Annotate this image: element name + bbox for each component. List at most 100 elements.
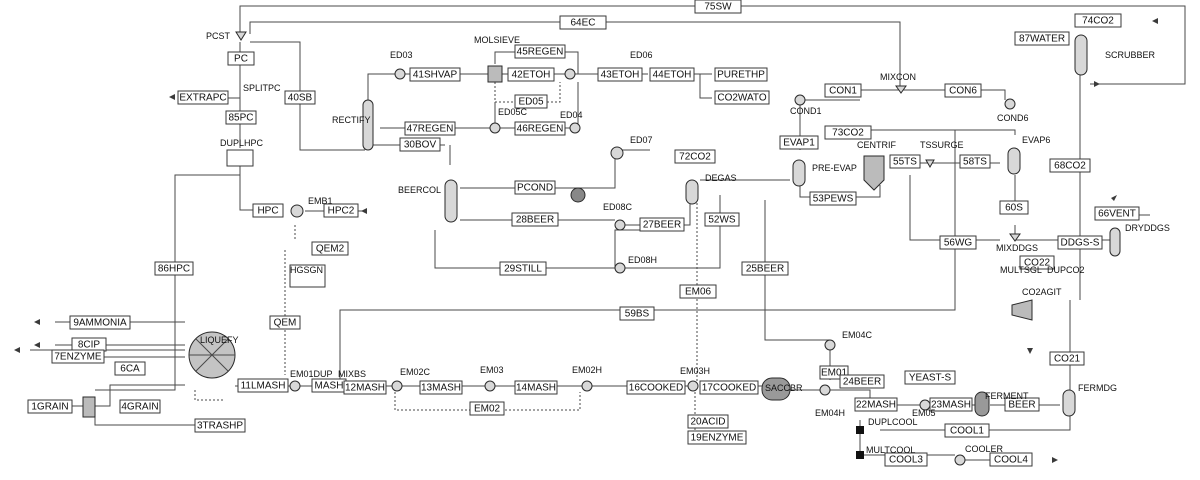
mixcon-block[interactable] [895,85,907,94]
stream-em06[interactable]: EM06 [679,284,717,299]
stream-beer[interactable]: BEER [1004,397,1040,412]
stream-ddgss[interactable]: DDGS-S [1057,235,1103,250]
stream-23mash[interactable]: 23MASH [929,397,973,412]
stream-19enzyme[interactable]: 19ENZYME [687,430,747,445]
cond6-exchanger[interactable] [1004,98,1016,110]
stream-con1[interactable]: CON1 [824,83,862,98]
stream-68co2[interactable]: 68CO2 [1049,158,1091,173]
stream-55ts[interactable]: 55TS [889,154,921,169]
stream-17cooked[interactable]: 17COOKED [699,380,759,395]
stream-co22[interactable]: CO22 [1019,255,1055,270]
stream-6ca[interactable]: 6CA [114,361,146,376]
stream-40sb[interactable]: 40SB [284,90,316,105]
stream-evap1[interactable]: EVAP1 [779,135,819,150]
stream-co2wato[interactable]: CO2WATO [714,90,770,105]
ferment-block[interactable] [974,391,990,417]
stream-59bs[interactable]: 59BS [619,306,655,321]
em04c-exchanger[interactable] [824,339,836,351]
pcond-pump[interactable] [570,187,586,203]
stream-co21[interactable]: CO21 [1049,351,1085,366]
stream-44etoh[interactable]: 44ETOH [649,67,695,82]
stream-hpc2[interactable]: HPC2 [323,203,359,218]
stream-qem[interactable]: QEM [269,315,301,330]
ed08h-exchanger[interactable] [614,262,626,274]
stream-14mash[interactable]: 14MASH [514,380,558,395]
tssurge-block[interactable] [925,159,935,169]
stream-22mash[interactable]: 22MASH [854,397,898,412]
ed05c-exchanger[interactable] [489,122,501,134]
stream-64ec[interactable]: 64EC [559,15,607,30]
stream-cool3[interactable]: COOL3 [884,452,928,467]
mixddgs-block[interactable] [1009,233,1021,242]
ed03-exchanger[interactable] [394,68,406,80]
stream-85pc[interactable]: 85PC [225,110,257,125]
em02c-exchanger[interactable] [391,380,403,392]
stream-75sw[interactable]: 75SW [694,0,742,14]
beercol-block[interactable] [444,179,458,223]
em02h-exchanger[interactable] [581,380,593,392]
stream-46regen[interactable]: 46REGEN [514,121,566,136]
stream-47regen[interactable]: 47REGEN [404,121,456,136]
em01dup-exchanger[interactable] [289,380,301,392]
em04h-exchanger[interactable] [819,384,831,396]
emb1-exchanger[interactable] [290,204,304,218]
stream-58ts[interactable]: 58TS [959,154,991,169]
stream-53pews[interactable]: 53PEWS [809,191,857,206]
stream-43etoh[interactable]: 43ETOH [597,67,643,82]
stream-12mash[interactable]: 12MASH [343,380,387,395]
stream-41shvap[interactable]: 41SHVAP [409,67,461,82]
stream-60s[interactable]: 60S [999,200,1029,215]
stream-em02[interactable]: EM02 [469,401,505,416]
stream-pc[interactable]: PC [227,51,255,66]
stream-7enzyme[interactable]: 7ENZYME [51,349,105,364]
stream-27beer[interactable]: 27BEER [639,217,685,232]
stream-ed05[interactable]: ED05 [514,94,548,109]
duplcool-block[interactable] [856,426,864,434]
fermdg-block[interactable] [1062,389,1076,417]
stream-16cooked[interactable]: 16COOKED [626,380,686,395]
stream-86hpc[interactable]: 86HPC [154,261,194,276]
scrubber-block[interactable] [1074,34,1088,76]
pcst-block[interactable] [235,31,247,41]
stream-yeasts[interactable]: YEAST-S [904,370,956,385]
stream-28beer[interactable]: 28BEER [511,212,559,227]
duplhpc-block[interactable] [226,149,254,167]
ed06-exchanger[interactable] [564,68,576,80]
stream-8cip[interactable]: 8CIP [71,337,107,352]
stream-29still[interactable]: 29STILL [499,261,547,276]
ed04-exchanger[interactable] [569,122,581,134]
centrif-block[interactable] [863,155,885,191]
em03h-exchanger[interactable] [687,380,699,392]
stream-72co2[interactable]: 72CO2 [674,149,716,164]
molsieve-block[interactable] [487,65,503,83]
cooler-exchanger[interactable] [954,454,966,466]
grain-mixer[interactable] [82,396,96,418]
stream-1grain[interactable]: 1GRAIN [27,399,73,414]
stream-cool4[interactable]: COOL4 [989,452,1033,467]
stream-11lmash[interactable]: 11LMASH [237,378,289,393]
evap6-block[interactable] [1007,147,1021,175]
stream-24beer[interactable]: 24BEER [839,374,885,389]
rectify-block[interactable] [362,99,374,151]
stream-purethp[interactable]: PURETHP [714,67,768,82]
stream-13mash[interactable]: 13MASH [419,380,463,395]
stream-9ammonia[interactable]: 9AMMONIA [69,315,131,330]
stream-25beer[interactable]: 25BEER [741,261,789,276]
dryddgs-block[interactable] [1109,227,1121,257]
preevap-block[interactable] [792,159,806,187]
saccbr-block[interactable] [761,377,791,401]
stream-20acid[interactable]: 20ACID [687,414,729,429]
stream-45regen[interactable]: 45REGEN [514,44,566,59]
ed07-exchanger[interactable] [610,146,624,160]
stream-56wg[interactable]: 56WG [939,235,977,250]
stream-hpc[interactable]: HPC [252,203,284,218]
stream-cool1[interactable]: COOL1 [944,423,990,438]
stream-74co2[interactable]: 74CO2 [1074,13,1122,28]
stream-qem2[interactable]: QEM2 [311,241,349,256]
stream-42etoh[interactable]: 42ETOH [507,67,555,82]
ed08c-exchanger[interactable] [614,219,626,231]
stream-mash[interactable]: MASH [311,378,347,393]
stream-30bov[interactable]: 30BOV [399,137,441,152]
co2agit-block[interactable] [1011,299,1033,321]
stream-87water[interactable]: 87WATER [1014,31,1070,46]
